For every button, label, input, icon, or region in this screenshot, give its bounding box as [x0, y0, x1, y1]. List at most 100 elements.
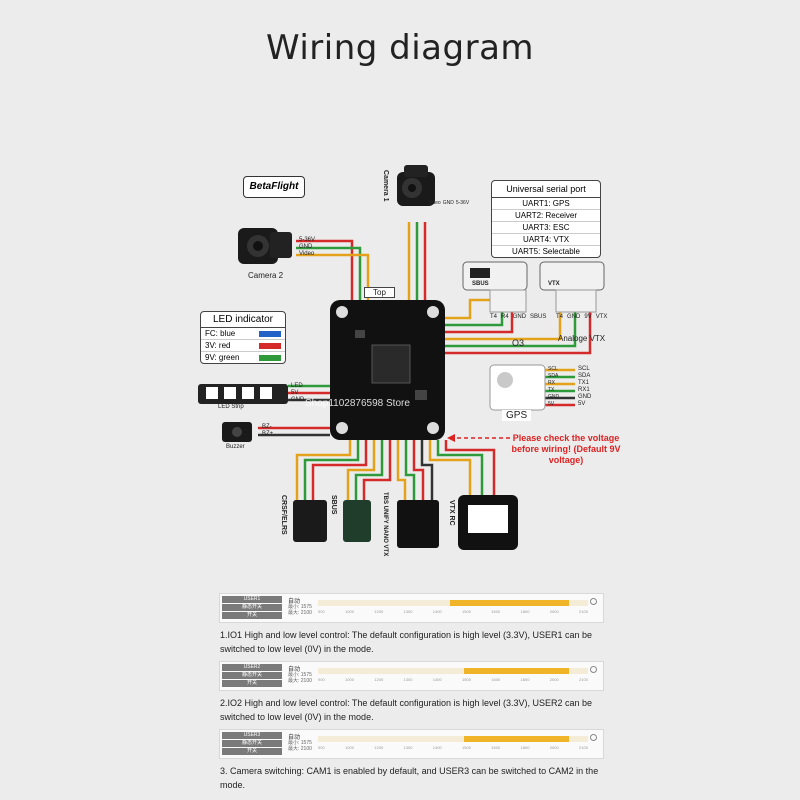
analog-vtx-pin-labels: T4 GND 9V VTX — [556, 314, 607, 320]
blue-swatch-icon — [259, 330, 281, 337]
scale-tick: 1000 — [345, 609, 354, 614]
sbus-tag: SBUS — [472, 281, 489, 287]
range-slider[interactable] — [318, 736, 588, 742]
scale-tick: 900 — [318, 609, 325, 614]
wiring-diagram — [198, 165, 605, 550]
user3-switch-list: USER3 静态开关 开关 — [222, 732, 282, 756]
led-strip-icon — [198, 384, 288, 404]
pin-label: LED — [291, 383, 303, 389]
note-io2: 2.IO2 High and low level control: The de… — [220, 698, 593, 722]
scale-tick: 1200 — [374, 677, 384, 682]
scale-tick: 1600 — [491, 745, 501, 750]
pin-label: T4 — [556, 314, 564, 320]
scale-tick: 2000 — [549, 677, 559, 682]
scale-tick: 1000 — [345, 745, 354, 750]
mode-select[interactable]: 自动 — [288, 667, 301, 673]
cam2-pin-labels: 5-36V GND Video — [299, 237, 315, 258]
panel-row[interactable]: 开关 — [222, 748, 282, 755]
panel-row: USER1 — [222, 596, 282, 603]
panel-row[interactable]: 静态开关 — [222, 604, 282, 611]
radio-icon[interactable] — [590, 734, 597, 741]
range-max: 最大: 2100 — [288, 746, 312, 752]
gps-module-icon — [489, 364, 546, 411]
range-max: 最大: 2100 — [288, 678, 312, 684]
range-slider[interactable] — [318, 600, 588, 606]
panel-row[interactable]: 开关 — [222, 680, 282, 687]
crsf-label-text: CRSF/ELRS — [280, 495, 287, 535]
vtx-rc-label: VTX RC — [448, 500, 455, 531]
note-camera: 3. Camera switching: CAM1 is enabled by … — [220, 766, 599, 790]
range-min: 最小: 1575 — [288, 672, 312, 678]
scale-tick: 1000 — [345, 677, 354, 682]
range-slider[interactable] — [318, 668, 588, 674]
led-indicator-row: 9V: green — [201, 352, 285, 363]
pin-label: Video — [428, 200, 441, 206]
pin-label: SCL — [578, 366, 590, 372]
scale-tick: 1600 — [491, 609, 501, 614]
led-indicator-title: LED indicator — [201, 312, 285, 328]
pin-label: GND — [548, 394, 560, 400]
panel-row[interactable]: 开关 — [222, 612, 282, 619]
pin-label: BZ- — [262, 424, 272, 430]
pin-label: GND — [442, 200, 454, 206]
serial-port-row: UART3: ESC — [492, 222, 600, 234]
scale-tick: 1300 — [403, 677, 413, 682]
crsf-label: CRSF/ELRS — [280, 495, 287, 540]
pin-label: GND — [512, 314, 527, 320]
camera2-label: Camera 2 — [248, 271, 284, 280]
gps-wires — [545, 368, 575, 407]
scale-tick: 2100 — [579, 677, 588, 682]
radio-icon[interactable] — [590, 666, 597, 673]
user2-switch-list: USER2 静态开关 开关 — [222, 664, 282, 688]
serial-port-row: UART5: Selectable — [512, 247, 580, 256]
pin-label: SDA — [548, 373, 559, 379]
serial-port-title: Universal serial port — [492, 181, 600, 198]
user1-switch-list: USER1 静态开关 开关 — [222, 596, 282, 620]
arrow-head-icon — [447, 434, 455, 442]
panel-row: USER2 — [222, 664, 282, 671]
pin-label: GND — [299, 244, 313, 250]
camera2-icon — [238, 228, 292, 264]
mcu-chip — [371, 344, 411, 384]
panel-row[interactable]: 静态开关 — [222, 672, 282, 679]
buzzer-icon — [222, 422, 252, 442]
serial-port-row: UART2: Receiver — [492, 210, 600, 222]
pin-label: GND — [291, 397, 305, 403]
scale-tick: 1500 — [462, 609, 471, 614]
vtx-rc-screen — [468, 505, 508, 533]
led-strip-wires — [258, 384, 330, 437]
led-indicator-label: 3V: red — [205, 341, 231, 350]
buzzer-label: Buzzer — [226, 444, 245, 450]
green-swatch-icon — [259, 354, 281, 361]
scale-tick: 1400 — [432, 677, 442, 682]
serial-port-table: Universal serial port UART1: GPS UART2: … — [491, 180, 601, 258]
tbs-label: TBS UNIFY NANO VTX — [382, 492, 388, 561]
led-indicator-label: 9V: green — [205, 353, 240, 362]
led-indicator-row: FC: blue — [201, 328, 285, 340]
panel-row[interactable]: 静态开关 — [222, 740, 282, 747]
receiver-wires — [295, 440, 496, 500]
vtx-tag: VTX — [548, 281, 560, 287]
led-indicator-table: LED indicator FC: blue 3V: red 9V: green — [200, 311, 286, 364]
tbs-label-text: TBS UNIFY NANO VTX — [382, 492, 388, 557]
scale-tick: 1800 — [520, 745, 530, 750]
pin-label: R4 — [501, 314, 509, 320]
pin-label: 5-36V — [299, 237, 316, 243]
radio-icon[interactable] — [590, 598, 597, 605]
pin-label: GND — [567, 314, 581, 320]
o3-pin-labels: T4 R4 GND SBUS — [490, 314, 546, 320]
vtx-rc-label-text: VTX RC — [448, 500, 455, 526]
mode-select[interactable]: 自动 — [288, 735, 301, 741]
scale-tick: 1600 — [491, 677, 501, 682]
led-pin-labels: LED 5V GND — [291, 383, 304, 404]
pin-label: 5V — [291, 390, 299, 396]
mode-select[interactable]: 自动 — [288, 599, 301, 605]
scale-tick: 1200 — [374, 745, 384, 750]
